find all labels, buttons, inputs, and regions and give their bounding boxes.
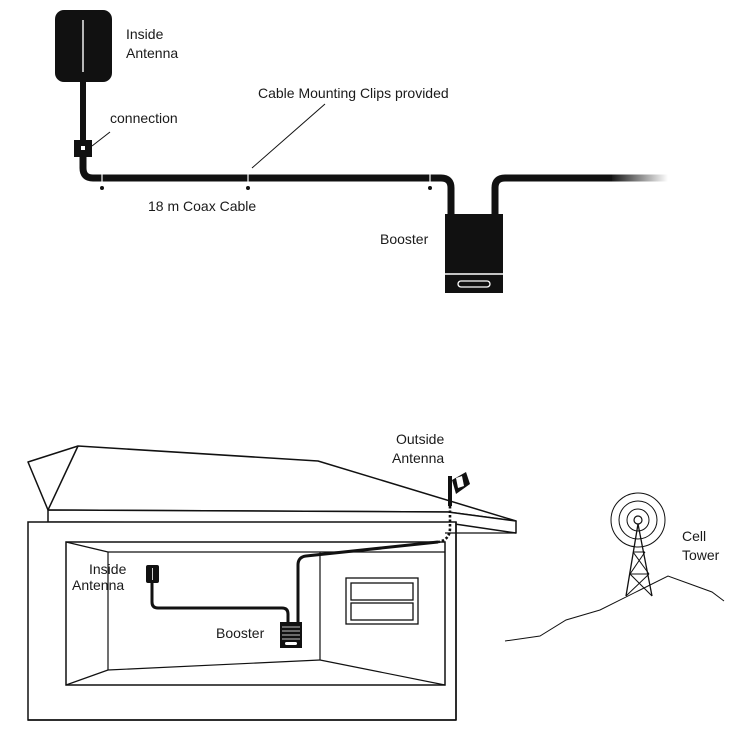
outside-cable: [491, 174, 612, 214]
bottom-diagram: Outside Antenna Inside Antenna Booster C…: [27, 431, 725, 721]
inside-antenna-bottom-label: Antenna: [72, 577, 124, 593]
connection-leader: [91, 131, 111, 147]
cell-tower-icon: [610, 492, 666, 597]
inside-antenna-label: Inside: [126, 26, 164, 42]
booster-bottom-label: Booster: [216, 625, 265, 641]
coax-cable: [79, 157, 455, 214]
connection-label: connection: [110, 110, 178, 126]
inside-antenna-bottom-label: Inside: [89, 561, 127, 577]
cable-clip-icon: [100, 173, 104, 190]
booster-icon: [445, 214, 503, 293]
clips-leader: [251, 103, 326, 169]
indoor-cable-antenna: [150, 583, 290, 622]
hills: [504, 575, 725, 642]
cell-tower-label: Tower: [682, 547, 720, 563]
house-roof: [27, 445, 517, 534]
outside-antenna-icon: [448, 472, 470, 506]
cable-clip-icon: [428, 173, 432, 190]
inside-antenna-label-line: Antenna: [126, 45, 178, 61]
inside-antenna-label-line: Inside: [126, 26, 164, 42]
indoor-cable-booster: [296, 540, 439, 622]
outside-antenna-label: Antenna: [392, 450, 444, 466]
inside-antenna-label: Antenna: [126, 45, 178, 61]
house-interior: [65, 541, 446, 686]
top-diagram: Inside Antenna connection Cable Mounting…: [55, 10, 668, 293]
inside-antenna-bottom-label-line: Antenna: [72, 577, 124, 593]
cable-label: 18 m Coax Cable: [148, 198, 256, 214]
outside-antenna-label-line: Antenna: [392, 450, 444, 466]
outside-antenna-label: Outside: [396, 431, 444, 447]
clips-label: Cable Mounting Clips provided: [258, 85, 449, 101]
inside-antenna-bottom-label-line: Inside: [89, 561, 127, 577]
cable-clip-icon: [246, 173, 250, 190]
cell-tower-label: Cell: [682, 528, 706, 544]
booster-small-icon: [280, 622, 302, 648]
booster-label: Booster: [380, 231, 429, 247]
cell-tower-label-line: Cell: [682, 528, 706, 544]
cell-tower-label-line: Tower: [682, 547, 720, 563]
outside-antenna-label-line: Outside: [396, 431, 444, 447]
house-window: [345, 577, 419, 625]
